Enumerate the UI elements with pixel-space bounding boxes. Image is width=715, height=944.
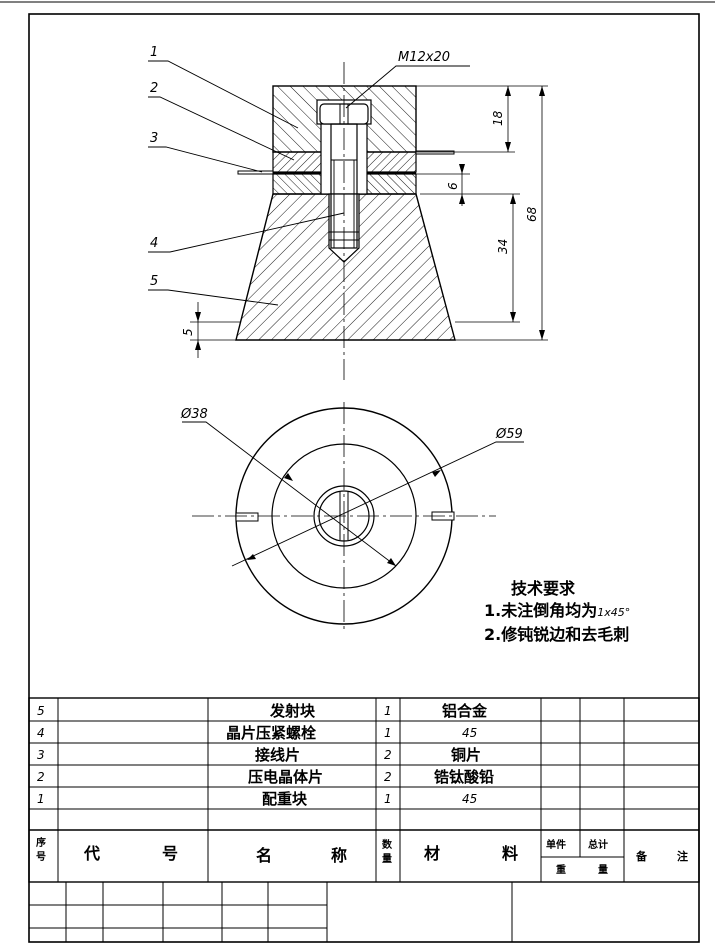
part-3-terminal-tab-right bbox=[415, 150, 455, 155]
dimension-arrows bbox=[195, 86, 545, 350]
tech-item-1: 1.未注倒角均为1x45° bbox=[484, 601, 630, 620]
hdr-no-1: 序 bbox=[36, 836, 46, 849]
dimensions bbox=[190, 85, 548, 358]
bom-row-4-name: 晶片压紧螺栓 bbox=[226, 724, 316, 742]
bom-row-1-material: 45 bbox=[462, 792, 477, 806]
tech-title: 技术要求 bbox=[511, 579, 576, 598]
bom-row-3-qty: 2 bbox=[384, 748, 392, 762]
hdr-no-2: 号 bbox=[36, 851, 46, 863]
dim-18: 18 bbox=[491, 110, 505, 126]
leader-label-2: 2 bbox=[150, 81, 158, 96]
part-leaders: 1 2 3 4 5 bbox=[148, 45, 345, 306]
section-view: M12x20 1 2 3 4 5 bbox=[148, 45, 548, 380]
bom-row-5-qty: 1 bbox=[384, 704, 392, 718]
bom-row-5-name: 发射块 bbox=[269, 702, 316, 720]
terminal-tab-left-top bbox=[235, 512, 259, 522]
bom-row-2-name: 压电晶体片 bbox=[248, 768, 323, 786]
thread-spec: M12x20 bbox=[398, 50, 450, 65]
bom-row-4-qty: 1 bbox=[384, 726, 392, 740]
dim-6: 6 bbox=[446, 182, 460, 190]
thread-leader bbox=[345, 65, 470, 109]
tech-item-2: 2.修钝锐边和去毛刺 bbox=[484, 625, 629, 644]
dim-5: 5 bbox=[181, 328, 195, 336]
title-block-grid bbox=[29, 882, 513, 942]
dia-38-leader bbox=[182, 421, 397, 567]
dia-59-label: Ø59 bbox=[495, 427, 523, 442]
bom-row-2-no: 2 bbox=[37, 770, 45, 784]
bom-row-1-qty: 1 bbox=[384, 792, 392, 806]
bom-row-4-material: 45 bbox=[462, 726, 477, 740]
hdr-mat-1: 材 bbox=[424, 844, 440, 863]
dia-59-leader bbox=[231, 441, 524, 567]
hdr-name-1: 名 bbox=[256, 846, 272, 865]
bom-row-5-material: 铝合金 bbox=[442, 702, 488, 720]
hdr-unit-weight: 单件 bbox=[546, 838, 566, 851]
dim-34: 34 bbox=[496, 239, 510, 254]
bom-row-2-material: 锆钛酸铅 bbox=[434, 768, 494, 786]
leader-label-5: 5 bbox=[150, 274, 158, 289]
hdr-remark-1: 备 bbox=[635, 849, 648, 863]
bill-of-materials: 5 发射块 1 铝合金 4 晶片压紧螺栓 1 45 3 接线片 2 铜片 2 压… bbox=[28, 697, 700, 883]
hdr-mat-2: 料 bbox=[502, 844, 518, 863]
technical-requirements: 技术要求 1.未注倒角均为1x45° 2.修钝锐边和去毛刺 bbox=[484, 579, 630, 644]
hdr-remark-2: 注 bbox=[677, 849, 688, 863]
bom-row-4-no: 4 bbox=[37, 726, 45, 740]
part-3-terminal-tab-left bbox=[237, 170, 274, 175]
bom-row-1-name: 配重块 bbox=[262, 790, 308, 808]
leader-label-4: 4 bbox=[150, 236, 158, 251]
hdr-weight-2: 量 bbox=[598, 863, 608, 876]
hdr-name-2: 称 bbox=[331, 846, 347, 865]
hdr-total-weight: 总计 bbox=[588, 838, 608, 851]
dia-38-label: Ø38 bbox=[180, 407, 208, 422]
hdr-qty-2: 量 bbox=[382, 852, 392, 865]
leader-label-1: 1 bbox=[150, 45, 158, 60]
bom-row-1-no: 1 bbox=[37, 792, 45, 806]
hdr-weight-1: 重 bbox=[556, 863, 566, 876]
bom-row-3-no: 3 bbox=[37, 748, 45, 762]
bom-row-5-no: 5 bbox=[37, 704, 45, 718]
dim-68: 68 bbox=[525, 206, 539, 222]
drawing-frame bbox=[28, 13, 700, 943]
bom-row-2-qty: 2 bbox=[384, 770, 392, 784]
hdr-code-1: 代 bbox=[83, 844, 100, 863]
hdr-code-2: 号 bbox=[162, 844, 178, 863]
top-view: Ø38 Ø59 bbox=[180, 402, 524, 632]
hdr-qty-1: 数 bbox=[382, 838, 393, 851]
bom-row-3-material: 铜片 bbox=[451, 746, 481, 764]
bom-row-3-name: 接线片 bbox=[255, 746, 300, 764]
leader-label-3: 3 bbox=[150, 131, 158, 146]
